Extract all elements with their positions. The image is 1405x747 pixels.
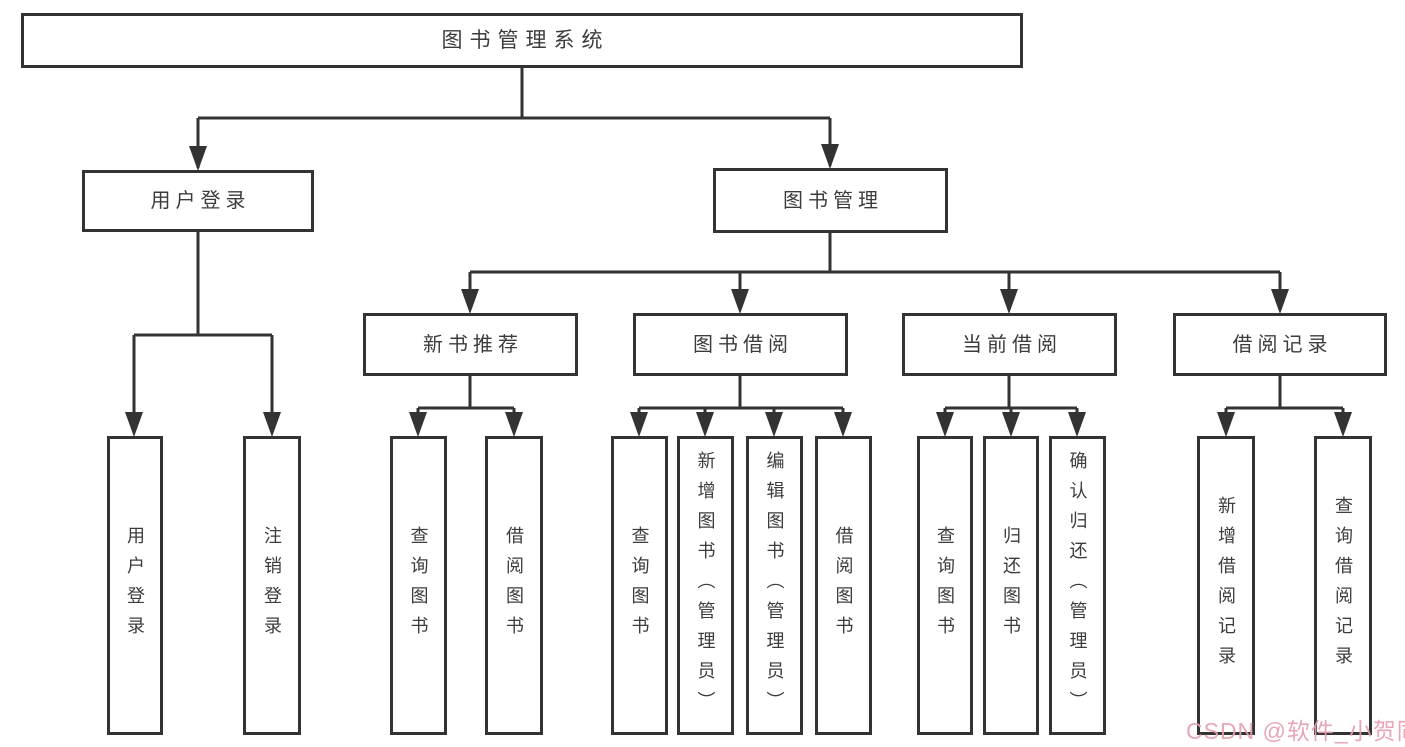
leaf-borrow-edit-books-admin-label: 编辑图书（管理员） — [764, 450, 785, 721]
leaf-borrow-query-books-label: 查询图书 — [629, 525, 650, 646]
leaf-current-confirm-return-admin: 确认归还（管理员） — [1049, 436, 1106, 735]
leaf-borrow-query-books: 查询图书 — [611, 436, 668, 735]
leaf-borrow-add-books-admin: 新增图书（管理员） — [677, 436, 734, 735]
node-book-borrow: 图书借阅 — [633, 313, 848, 376]
node-current-borrow-label: 当前借阅 — [962, 333, 1062, 356]
leaf-logout: 注销登录 — [243, 436, 301, 735]
leaf-borrow-add-books-admin-label: 新增图书（管理员） — [695, 450, 716, 721]
leaf-records-add-borrow-record-label: 新增借阅记录 — [1216, 495, 1236, 676]
leaf-records-query-borrow-record: 查询借阅记录 — [1314, 436, 1372, 735]
node-borrow-records-label: 借阅记录 — [1232, 333, 1333, 356]
node-root: 图书管理系统 — [21, 13, 1023, 68]
node-book-management-label: 图书管理 — [783, 189, 883, 212]
node-book-management: 图书管理 — [713, 168, 948, 233]
leaf-current-return-books-label: 归还图书 — [1001, 525, 1021, 646]
leaf-recommend-borrow-books-label: 借阅图书 — [504, 525, 524, 646]
node-new-book-recommend-label: 新书推荐 — [423, 333, 523, 356]
leaf-user-login-label: 用户登录 — [125, 525, 145, 646]
node-root-label: 图书管理系统 — [441, 29, 610, 52]
leaf-recommend-query-books-label: 查询图书 — [408, 525, 429, 646]
node-current-borrow: 当前借阅 — [902, 313, 1117, 376]
leaf-borrow-edit-books-admin: 编辑图书（管理员） — [746, 436, 803, 735]
node-borrow-records: 借阅记录 — [1173, 313, 1387, 376]
leaf-records-query-borrow-record-label: 查询借阅记录 — [1333, 495, 1353, 676]
leaf-recommend-borrow-books: 借阅图书 — [485, 436, 543, 735]
leaf-logout-label: 注销登录 — [262, 525, 282, 646]
node-user-login: 用户登录 — [82, 170, 314, 232]
leaf-current-query-books: 查询图书 — [917, 436, 973, 735]
leaf-user-login: 用户登录 — [107, 436, 163, 735]
node-new-book-recommend: 新书推荐 — [363, 313, 578, 376]
leaf-current-confirm-return-admin-label: 确认归还（管理员） — [1067, 450, 1088, 721]
node-user-login-label: 用户登录 — [150, 190, 251, 212]
leaf-current-return-books: 归还图书 — [983, 436, 1039, 735]
leaf-recommend-query-books: 查询图书 — [390, 436, 447, 735]
leaf-records-add-borrow-record: 新增借阅记录 — [1197, 436, 1255, 735]
leaf-current-query-books-label: 查询图书 — [935, 525, 955, 646]
csdn-watermark: CSDN @软件_小贺同学 — [1186, 718, 1405, 744]
node-book-borrow-label: 图书借阅 — [693, 333, 793, 356]
leaf-borrow-borrow-books-label: 借阅图书 — [833, 525, 854, 646]
leaf-borrow-borrow-books: 借阅图书 — [815, 436, 872, 735]
